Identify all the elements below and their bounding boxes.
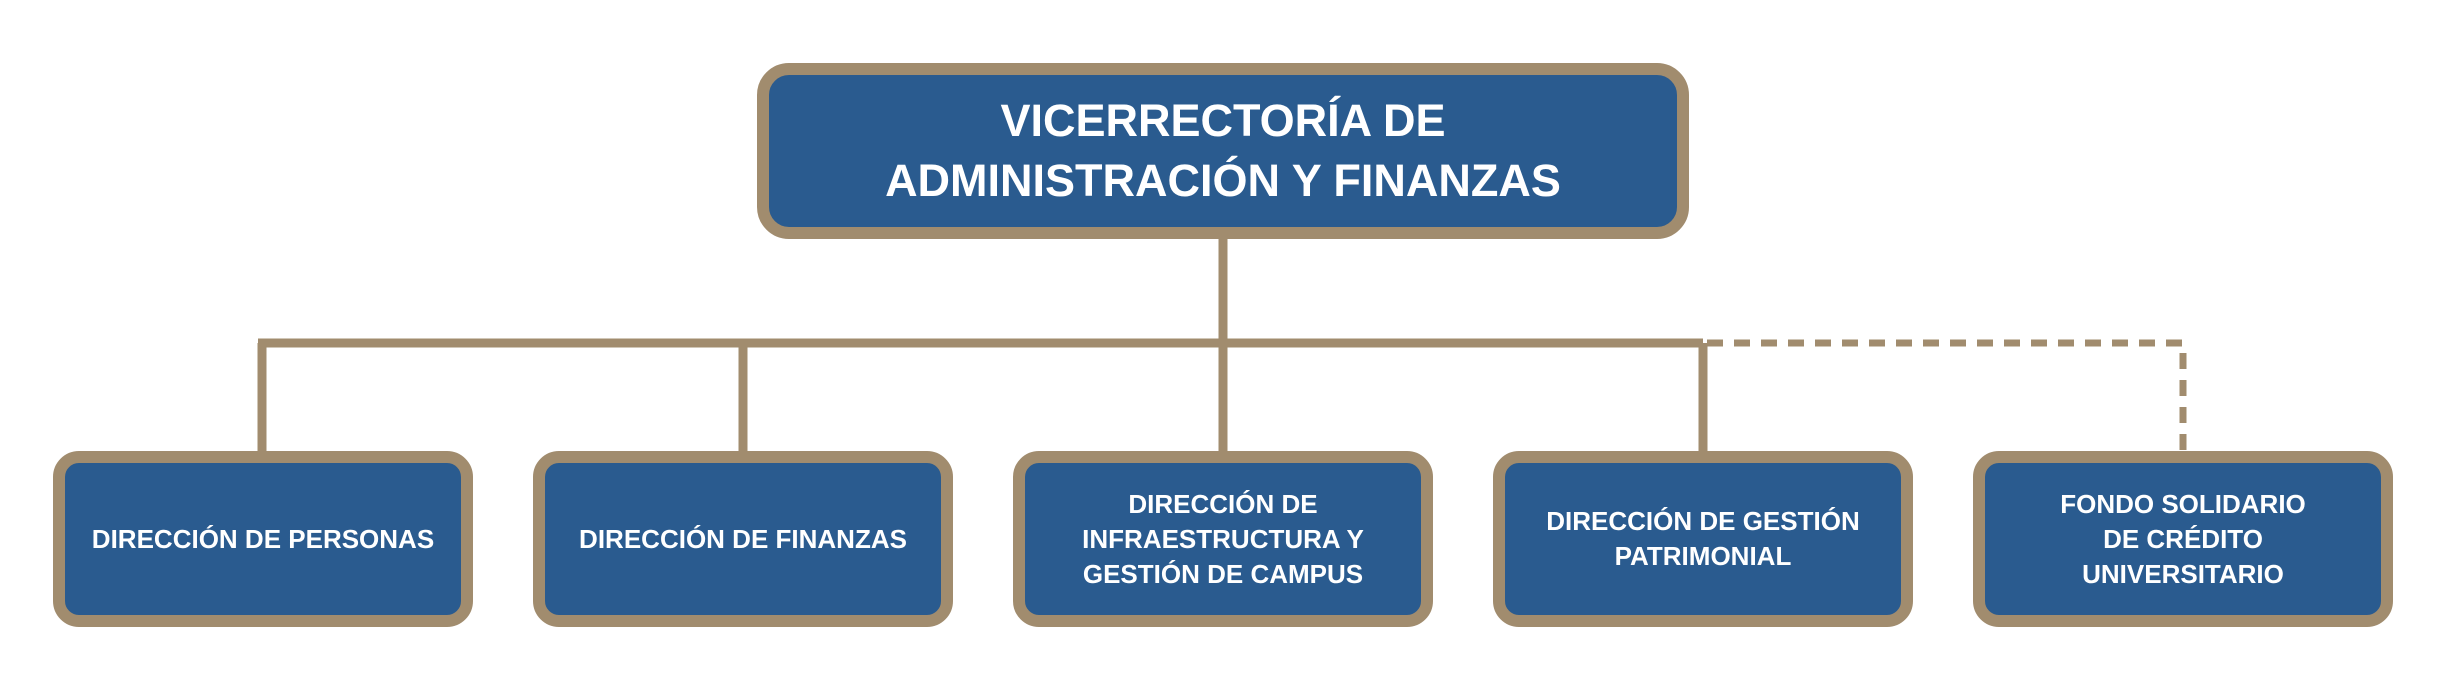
unit-box-label: DIRECCIÓN DE INFRAESTRUCTURA Y GESTIÓN D… [1082,488,1364,589]
unit-box-label: DIRECCIÓN DE FINANZAS [579,523,907,554]
unit-box-infraestructura: DIRECCIÓN DE INFRAESTRUCTURA Y GESTIÓN D… [1013,451,1433,627]
unit-box-patrimonial: DIRECCIÓN DE GESTIÓN PATRIMONIAL [1493,451,1913,627]
unit-box-fondo-solidario: FONDO SOLIDARIO DE CRÉDITO UNIVERSITARIO [1973,451,2393,627]
root-box-vicerrectoria: VICERRECTORÍA DE ADMINISTRACIÓN Y FINANZ… [757,63,1689,239]
unit-box-label: DIRECCIÓN DE PERSONAS [91,523,435,554]
dashed-link-fondo [1707,339,2187,455]
unit-box-personas: DIRECCIÓN DE PERSONAS [53,451,473,627]
unit-box-finanzas: DIRECCIÓN DE FINANZAS [533,451,953,627]
unit-box-label: DIRECCIÓN DE GESTIÓN PATRIMONIAL [1546,506,1860,571]
root-box-label: VICERRECTORÍA DE ADMINISTRACIÓN Y FINANZ… [885,95,1561,206]
unit-box-label: FONDO SOLIDARIO DE CRÉDITO UNIVERSITARIO [2060,488,2306,589]
